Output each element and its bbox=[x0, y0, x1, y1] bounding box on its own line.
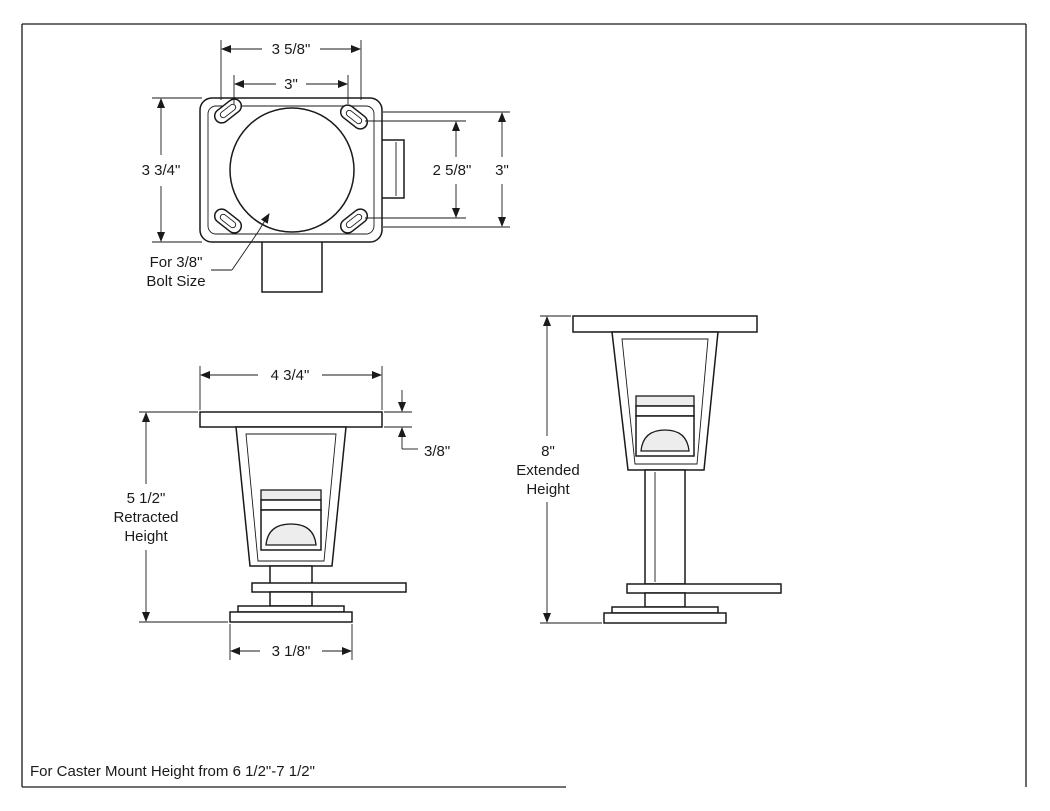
retracted-top-plate bbox=[199, 411, 383, 428]
bolt-slot-bottom-left bbox=[213, 208, 243, 234]
dim-retracted-line1: 5 1/2" bbox=[127, 490, 166, 507]
dim-retracted-line2: Retracted bbox=[113, 509, 178, 526]
bolt-slot-top-left bbox=[213, 98, 243, 124]
dim-retracted-line3: Height bbox=[124, 528, 168, 545]
footer-note: For Caster Mount Height from 6 1/2"-7 1/… bbox=[30, 763, 315, 780]
center-bore bbox=[229, 107, 355, 233]
dim-top-height-right: 3" bbox=[495, 162, 509, 179]
retracted-foot-pad bbox=[229, 611, 353, 623]
dim-plate-width: 4 3/4" bbox=[271, 367, 310, 384]
lever-top-view bbox=[379, 139, 405, 199]
extended-top-plate bbox=[572, 315, 758, 333]
extended-foot-pad bbox=[603, 612, 727, 624]
extended-lever-plate bbox=[626, 583, 782, 594]
dim-top-height-inner: 2 5/8" bbox=[433, 162, 472, 179]
dim-top-width-outer: 3 5/8" bbox=[272, 41, 311, 58]
top-view: 3 5/8" 3" 3 3/4" 2 5/8" 3" For 3/8" Bolt… bbox=[142, 40, 510, 293]
retracted-view: 4 3/4" 3/8" 5 1/2" Retracted Height 3 1/… bbox=[113, 366, 450, 660]
bolt-slot-bottom-right bbox=[339, 208, 369, 234]
retracted-lever-plate bbox=[251, 582, 407, 593]
dim-extended-line3: Height bbox=[526, 481, 570, 498]
bolt-note-line2: Bolt Size bbox=[146, 273, 205, 290]
dim-plate-thickness: 3/8" bbox=[424, 443, 450, 460]
dim-extended-line2: Extended bbox=[516, 462, 579, 479]
extended-view: 8" Extended Height bbox=[516, 315, 782, 624]
extended-stem bbox=[644, 469, 686, 585]
drawing-border bbox=[21, 23, 1027, 788]
stem-top-view bbox=[261, 237, 323, 293]
bolt-note-line1: For 3/8" bbox=[150, 254, 203, 271]
dim-extended-line1: 8" bbox=[541, 443, 555, 460]
dim-top-width-inner: 3" bbox=[284, 76, 298, 93]
dim-top-height-outer: 3 3/4" bbox=[142, 162, 181, 179]
bolt-slot-top-right bbox=[339, 104, 369, 130]
dim-base-width: 3 1/8" bbox=[272, 643, 311, 660]
